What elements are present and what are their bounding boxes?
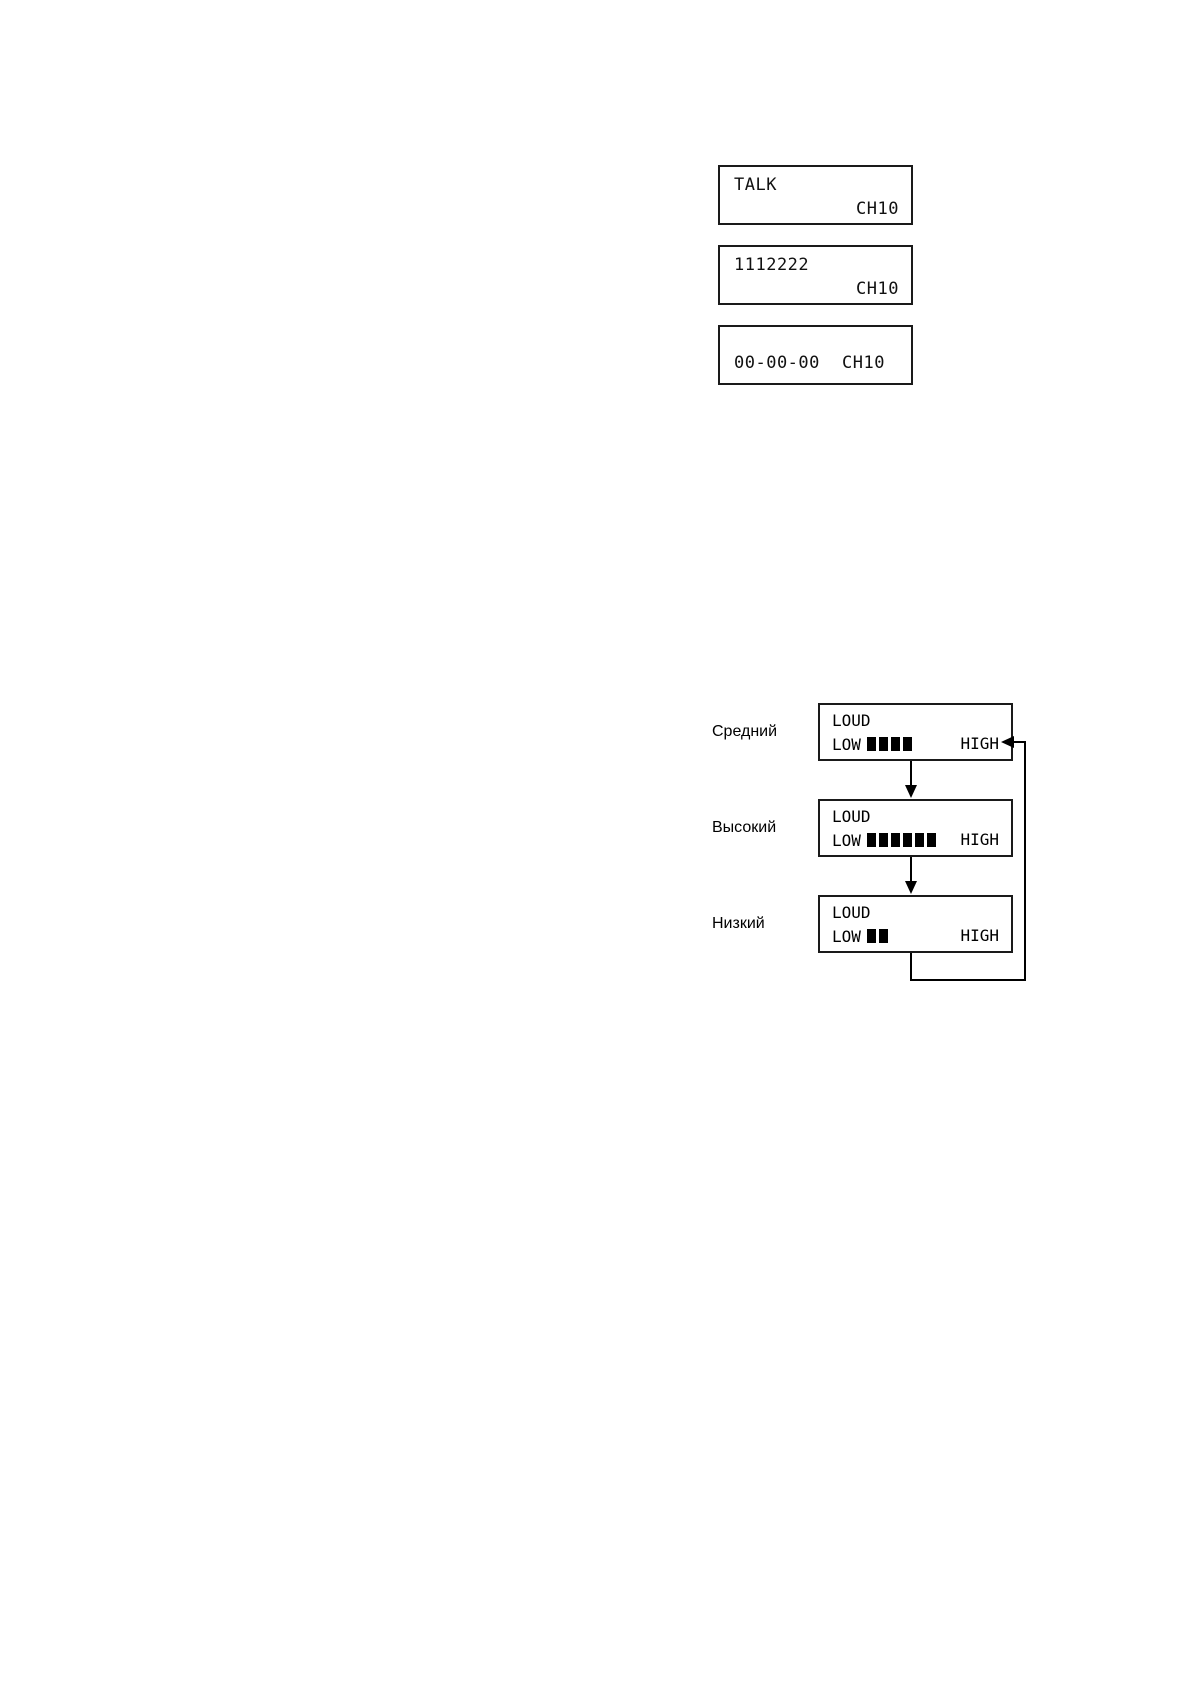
loud-title-high: LOUD	[832, 807, 871, 826]
meter-bar-segment	[890, 737, 900, 751]
meter-bars-medium	[866, 737, 912, 751]
loudness-meter-low: LOW HIGH	[832, 926, 1003, 946]
id-display: 1112222 CH10	[718, 245, 913, 305]
meter-bar-segment	[902, 737, 912, 751]
loudness-display-low: LOUD LOW HIGH	[818, 895, 1013, 953]
flow-return-arrow-head	[1001, 736, 1014, 748]
loudness-label-high: Высокий	[712, 819, 777, 836]
meter-bar-segment	[890, 833, 900, 847]
radio-status-display-group: TALK CH10 1112222 CH10 00-00-00 CH10	[718, 165, 913, 385]
loudness-level-cycle-diagram: Средний LOUD LOW HIGH Высокий LOUD LOW H…	[712, 703, 1042, 981]
meter-bar-segment	[902, 833, 912, 847]
meter-bar-segment	[878, 833, 888, 847]
loudness-row-low: Низкий LOUD LOW HIGH	[712, 895, 1022, 955]
flow-return-bottom-segment	[910, 979, 1026, 981]
meter-bar-segment	[926, 833, 936, 847]
meter-bar-segment	[866, 929, 876, 943]
timer-display-time: 00-00-00	[734, 353, 820, 373]
id-display-line1: 1112222	[734, 255, 810, 275]
flow-return-right-segment	[1024, 741, 1026, 981]
loudness-display-medium: LOUD LOW HIGH	[818, 703, 1013, 761]
meter-bar-segment	[914, 833, 924, 847]
id-display-channel: CH10	[856, 279, 899, 299]
flow-return-top-segment	[1010, 741, 1026, 743]
loudness-label-medium: Средний	[712, 723, 778, 740]
timer-display-channel: CH10	[842, 353, 885, 373]
meter-bar-segment	[878, 929, 888, 943]
meter-bar-segment	[866, 737, 876, 751]
talk-display-channel: CH10	[856, 199, 899, 219]
talk-display: TALK CH10	[718, 165, 913, 225]
talk-display-line1: TALK	[734, 175, 777, 195]
loudness-display-high: LOUD LOW HIGH	[818, 799, 1013, 857]
meter-low-label-high: LOW	[832, 830, 861, 850]
meter-bars-low	[866, 929, 888, 943]
meter-bars-high	[866, 833, 936, 847]
meter-high-label-high: HIGH	[960, 830, 999, 849]
loud-title-low: LOUD	[832, 903, 871, 922]
flow-arrow-medium-to-high-head	[905, 785, 917, 798]
timer-display: 00-00-00 CH10	[718, 325, 913, 385]
meter-bar-segment	[866, 833, 876, 847]
loudness-meter-medium: LOW HIGH	[832, 734, 1003, 754]
meter-low-label-low: LOW	[832, 926, 861, 946]
meter-bar-segment	[878, 737, 888, 751]
loudness-row-high: Высокий LOUD LOW HIGH	[712, 799, 1022, 859]
loud-title-medium: LOUD	[832, 711, 871, 730]
flow-arrow-high-to-low-line	[910, 857, 912, 883]
flow-arrow-medium-to-high-line	[910, 761, 912, 787]
loudness-label-low: Низкий	[712, 915, 765, 932]
flow-arrow-high-to-low-head	[905, 881, 917, 894]
loudness-meter-high: LOW HIGH	[832, 830, 1003, 850]
meter-low-label-medium: LOW	[832, 734, 861, 754]
meter-high-label-medium: HIGH	[960, 734, 999, 753]
loudness-row-medium: Средний LOUD LOW HIGH	[712, 703, 1022, 763]
flow-return-down-segment	[910, 953, 912, 981]
meter-high-label-low: HIGH	[960, 926, 999, 945]
